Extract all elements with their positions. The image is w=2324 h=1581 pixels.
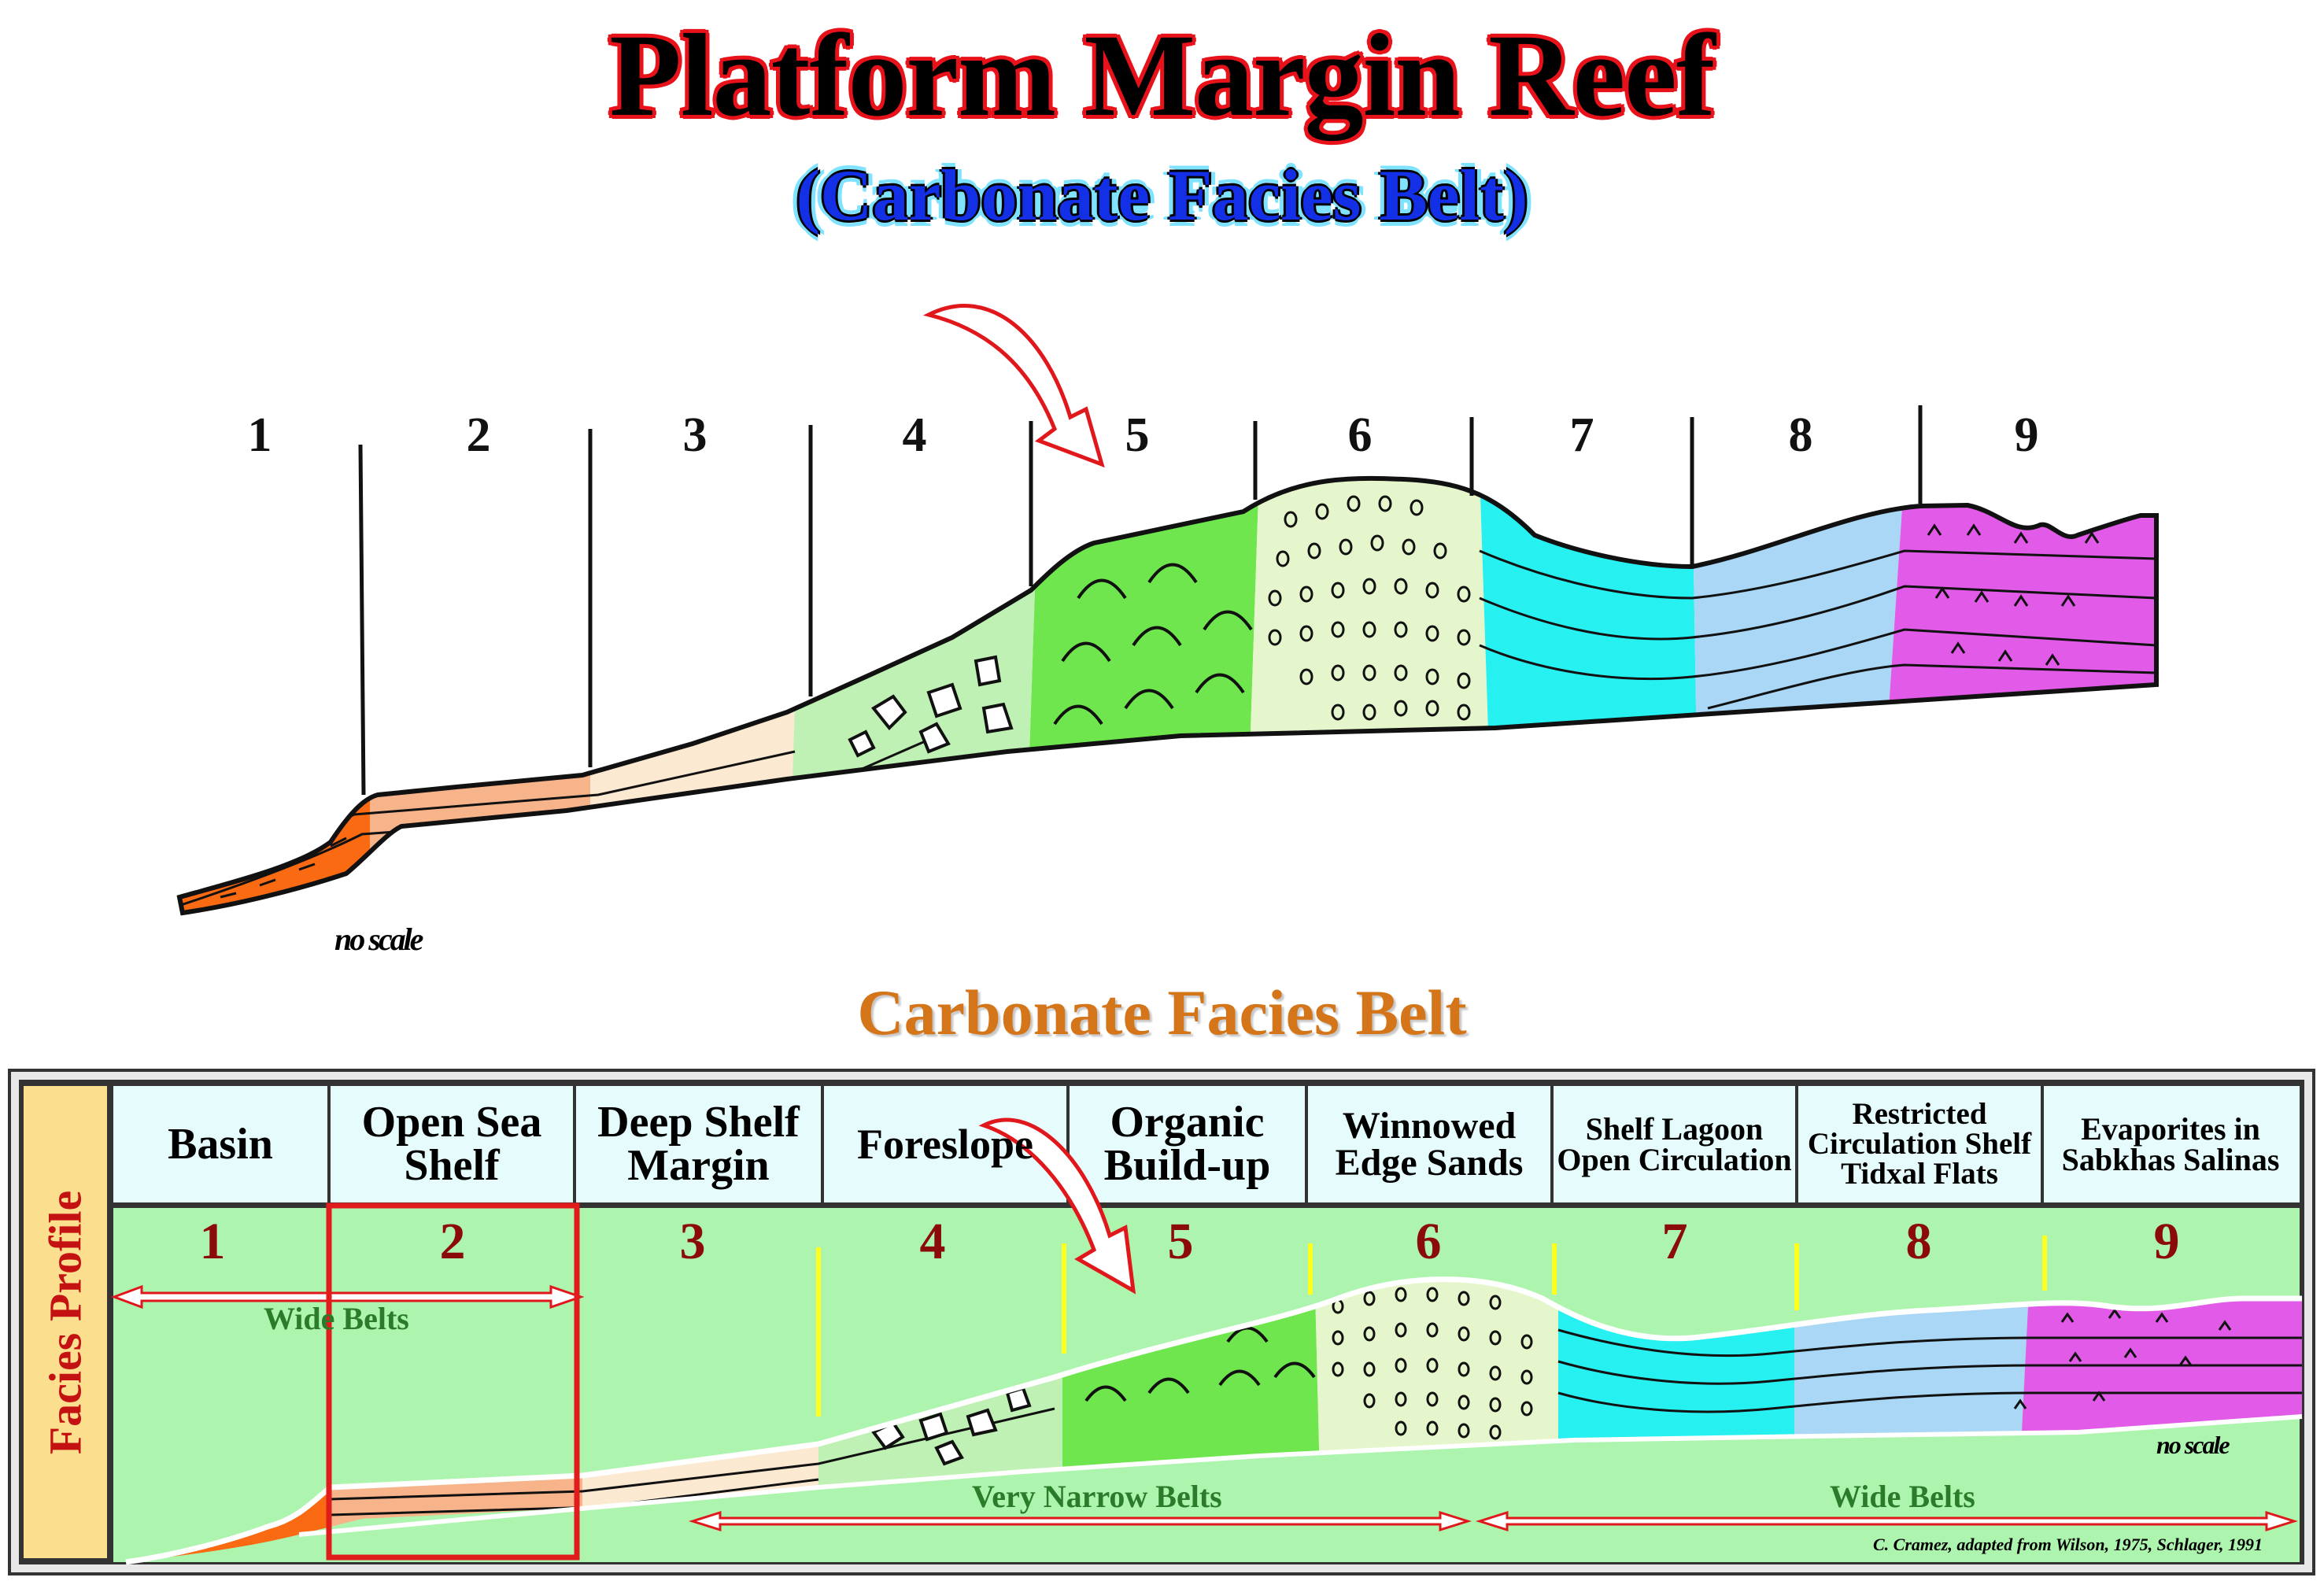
top-zone-number-4: 4 [902, 408, 927, 462]
top-zone-boundaries [358, 405, 1923, 796]
header-evaporites: Evaporites in Sabkhas Salinas [2061, 1110, 2280, 1177]
top-zone-number-9: 9 [2014, 408, 2039, 462]
top-zone-number-1: 1 [247, 408, 272, 462]
header-organic-build-up: Organic Build-up [1103, 1098, 1271, 1190]
page-title: Platform Margin Reef [609, 10, 1715, 141]
bottom-zone-number-3: 3 [679, 1213, 706, 1270]
header-foreslope: Foreslope [857, 1120, 1033, 1168]
header-shelf-lagoon: Shelf Lagoon Open Circulation [1557, 1110, 1792, 1177]
header-open-sea-shelf: Open Sea Shelf [361, 1098, 542, 1190]
bottom-pointer-arrow [978, 1117, 1136, 1295]
section-title: Carbonate Facies Belt [857, 977, 1467, 1048]
top-zone-number-5: 5 [1125, 408, 1150, 462]
very-narrow-belts-label: Very Narrow Belts [972, 1479, 1222, 1514]
very-narrow-belts-arrow [688, 1510, 1472, 1532]
top-no-scale-label: no scale [334, 922, 423, 957]
side-label-text: Facies Profile [39, 1190, 91, 1454]
bottom-zone-number-7: 7 [1661, 1213, 1688, 1270]
header-basin: Basin [168, 1119, 273, 1169]
top-pointer-arrow [922, 304, 1105, 468]
bottom-profile-outline [125, 1276, 2302, 1565]
bottom-zone-number-6: 6 [1415, 1213, 1442, 1270]
bottom-no-scale-label: no scale [2156, 1431, 2230, 1459]
highlight-box-zone-2 [326, 1202, 580, 1561]
side-label: Facies Profile [24, 1086, 107, 1558]
top-zone-number-2: 2 [466, 408, 491, 462]
bottom-zone-number-9: 9 [2153, 1213, 2180, 1270]
wide-belts-left-arrow [110, 1284, 585, 1309]
top-zone-number-8: 8 [1788, 408, 1813, 462]
header-background [112, 1086, 2300, 1202]
wide-belts-left-label: Wide Belts [264, 1301, 409, 1336]
wide-belts-right-arrow [1475, 1510, 2299, 1532]
header-restricted-circulation: Restricted Circulation Shelf Tidxal Flat… [1807, 1096, 2032, 1191]
bottom-zone-boundaries [327, 1236, 2047, 1479]
credit-text: C. Cramez, adapted from Wilson, 1975, Sc… [1873, 1535, 2263, 1554]
header-deep-shelf-margin: Deep Shelf Margin [597, 1098, 800, 1190]
top-zone-number-3: 3 [682, 408, 708, 462]
bottom-zone-number-1: 1 [199, 1213, 226, 1270]
bottom-zone-number-2: 2 [439, 1213, 466, 1270]
bottom-zone-number-5: 5 [1167, 1213, 1194, 1270]
top-profile-outline [176, 475, 2159, 916]
bottom-zone-number-8: 8 [1905, 1213, 1932, 1270]
top-facies-cross-section [176, 304, 2159, 916]
page-subtitle: (Carbonate Facies Belt) [796, 155, 1528, 235]
wide-belts-right-label: Wide Belts [1830, 1479, 1975, 1514]
header-winnowed-edge-sands: Winnowed Edge Sands [1335, 1104, 1524, 1184]
bottom-zone-number-4: 4 [919, 1213, 946, 1270]
side-label-background [24, 1086, 107, 1558]
top-zone-number-6: 6 [1347, 408, 1373, 462]
top-zone-number-7: 7 [1569, 408, 1594, 462]
